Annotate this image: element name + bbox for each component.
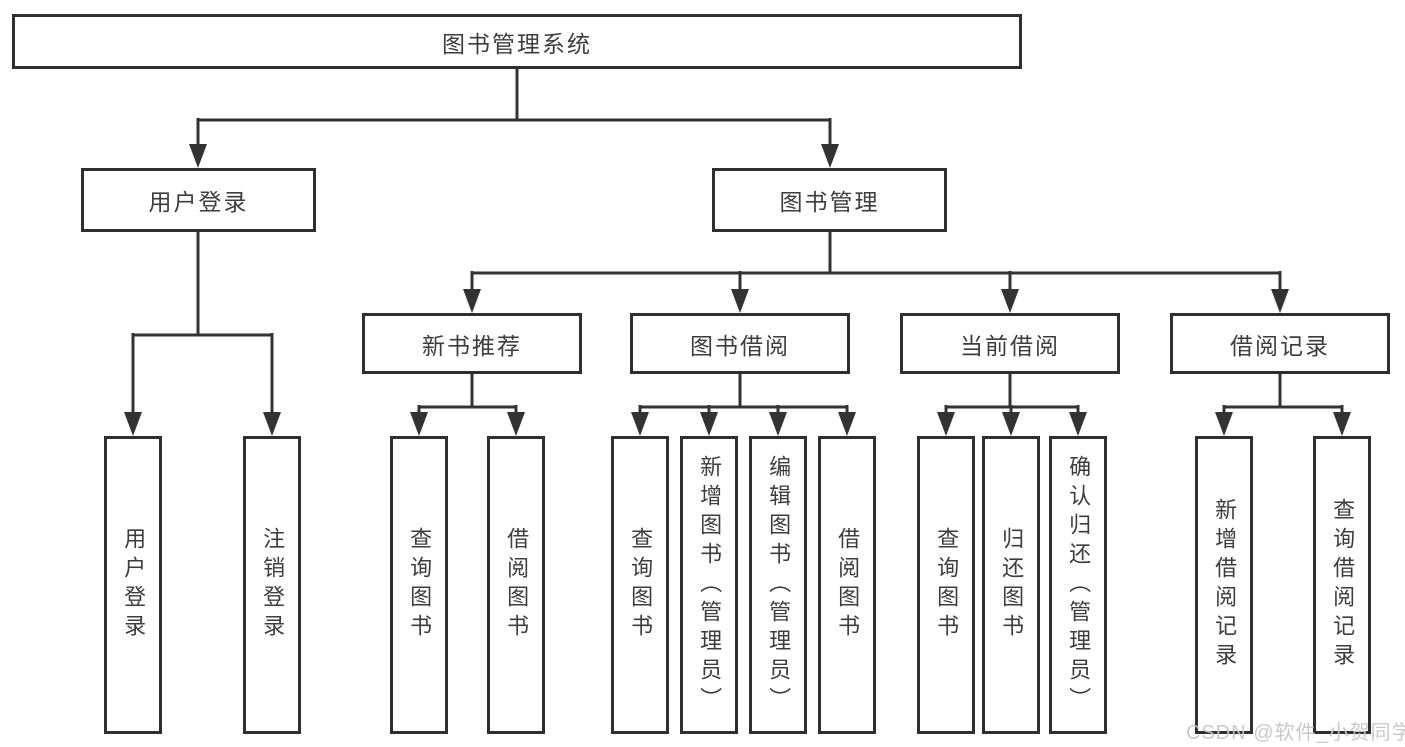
arrow-down-icon	[507, 412, 525, 436]
leaf-add-borrow-record: 新增借阅记录	[1195, 436, 1253, 734]
leaf-user-login: 用户登录	[104, 436, 162, 734]
node-new-book-recommend: 新书推荐	[362, 313, 582, 374]
csdn-watermark: CSDN @软件_小贺同学	[1186, 722, 1405, 744]
arrow-down-icon	[1001, 289, 1019, 313]
node-label: 查询图书	[628, 527, 654, 643]
node-label: 新增图书（管理员）	[697, 454, 723, 716]
arrow-down-icon	[1069, 412, 1087, 436]
node-label: 借阅图书	[504, 527, 530, 643]
node-label: 注销登录	[260, 527, 286, 643]
node-label: 确认归还（管理员）	[1066, 454, 1092, 716]
arrow-down-icon	[124, 412, 142, 436]
leaf-add-book-admin: 新增图书（管理员）	[680, 436, 738, 734]
arrow-down-icon	[1215, 412, 1233, 436]
arrow-down-icon	[821, 144, 839, 168]
node-label: 当前借阅	[960, 332, 1060, 359]
arrow-down-icon	[1333, 412, 1351, 436]
leaf-query-books-current: 查询图书	[917, 436, 975, 734]
arrow-down-icon	[937, 412, 955, 436]
leaf-borrow-books-recommend: 借阅图书	[487, 436, 545, 734]
leaf-query-books-borrowing: 查询图书	[611, 436, 669, 734]
arrow-down-icon	[838, 412, 856, 436]
node-current-borrowing: 当前借阅	[900, 313, 1120, 374]
node-book-borrowing: 图书借阅	[630, 313, 850, 374]
node-label: 图书管理系统	[442, 30, 592, 57]
leaf-logout: 注销登录	[243, 436, 301, 734]
node-book-management: 图书管理	[712, 168, 947, 232]
node-label: 编辑图书（管理员）	[766, 454, 792, 716]
arrow-down-icon	[263, 412, 281, 436]
leaf-query-borrow-record: 查询借阅记录	[1313, 436, 1371, 734]
node-label: 查询借阅记录	[1330, 498, 1356, 672]
node-label: 图书管理	[779, 189, 880, 215]
node-label: 归还图书	[999, 527, 1025, 643]
arrow-down-icon	[463, 289, 481, 313]
arrow-down-icon	[1271, 289, 1289, 313]
node-label: 图书借阅	[690, 332, 790, 359]
node-label: 新增借阅记录	[1212, 498, 1238, 672]
leaf-confirm-return-admin: 确认归还（管理员）	[1049, 436, 1107, 734]
arrow-down-icon	[731, 289, 749, 313]
node-label: 新书推荐	[422, 332, 522, 359]
node-label: 用户登录	[148, 189, 249, 215]
arrow-down-icon	[631, 412, 649, 436]
node-label: 用户登录	[121, 527, 147, 643]
leaf-return-book: 归还图书	[982, 436, 1040, 734]
node-root-library-system: 图书管理系统	[12, 14, 1022, 69]
arrow-down-icon	[769, 412, 787, 436]
node-label: 查询图书	[934, 527, 960, 643]
arrow-down-icon	[1002, 412, 1020, 436]
leaf-query-books-recommend: 查询图书	[390, 436, 448, 734]
leaf-borrow-books-borrowing: 借阅图书	[818, 436, 876, 734]
node-user-login: 用户登录	[81, 168, 316, 232]
arrow-down-icon	[189, 144, 207, 168]
leaf-edit-book-admin: 编辑图书（管理员）	[749, 436, 807, 734]
arrow-down-icon	[410, 412, 428, 436]
node-label: 查询图书	[407, 527, 433, 643]
node-borrow-records: 借阅记录	[1170, 313, 1390, 374]
node-label: 借阅图书	[835, 527, 861, 643]
arrow-down-icon	[700, 412, 718, 436]
node-label: 借阅记录	[1230, 332, 1330, 359]
